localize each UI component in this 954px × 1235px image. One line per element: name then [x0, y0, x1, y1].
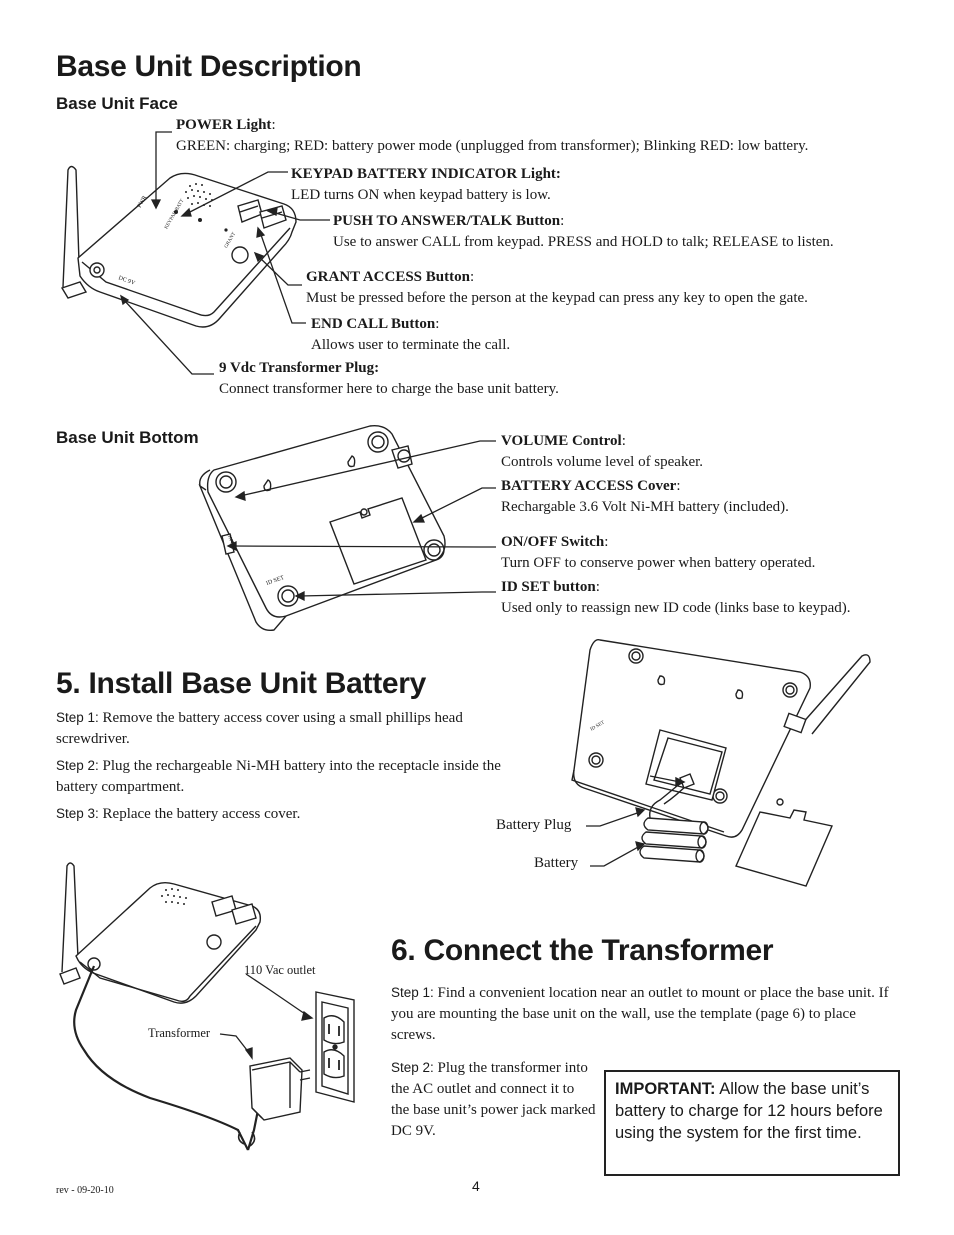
label-transformer: Transformer	[148, 1026, 211, 1040]
label-battery-plug: Battery Plug	[496, 817, 572, 833]
page-title: Base Unit Description	[56, 50, 362, 83]
callout-sep: :	[271, 117, 276, 133]
callout-sep: :	[676, 478, 681, 494]
callout-label: BATTERY ACCESS Cover	[501, 478, 677, 494]
step-text: Find a convenient location near an outle…	[391, 985, 889, 1043]
callout-push-to-talk-button: PUSH TO ANSWER/TALK Button: Use to answe…	[333, 211, 933, 253]
callout-sep: :	[604, 534, 609, 550]
important-note-box: IMPORTANT: Allow the base unit’s battery…	[604, 1070, 900, 1176]
callout-desc: Controls volume level of speaker.	[501, 454, 704, 470]
install-heading: 5. Install Base Unit Battery	[56, 667, 427, 700]
face-callout-lines	[119, 131, 330, 375]
install-battery-illustration	[571, 639, 871, 887]
important-text: Allow the base unit’s battery to charge …	[615, 1080, 883, 1142]
callout-desc: Connect transformer here to charge the b…	[219, 381, 559, 397]
connect-step-1: Step 1: Find a convenient location near …	[391, 982, 901, 1046]
callout-sep: :	[595, 579, 600, 595]
step-number: Step 1:	[391, 985, 434, 1000]
install-step-3: Step 3: Replace the battery access cover…	[56, 803, 516, 825]
step-text: Plug the transformer into the AC outlet …	[391, 1060, 596, 1139]
step-text: Plug the rechargeable Ni-MH battery into…	[56, 758, 501, 795]
callout-sep: :	[621, 433, 626, 449]
install-step-1: Step 1: Remove the battery access cover …	[56, 707, 536, 750]
base-unit-bottom-illustration	[198, 424, 446, 632]
callout-label: POWER Light	[176, 117, 272, 133]
callout-desc: Rechargable 3.6 Volt Ni-MH battery (incl…	[501, 499, 789, 515]
callout-end-call-button: END CALL Button: Allows user to terminat…	[311, 314, 811, 356]
callout-label: PUSH TO ANSWER/TALK Button	[333, 213, 561, 229]
step-number: Step 2:	[391, 1060, 434, 1075]
install-step-2: Step 2: Plug the rechargeable Ni-MH batt…	[56, 755, 516, 798]
callout-power-light: POWER Light: GREEN: charging; RED: batte…	[176, 115, 936, 157]
callout-desc: Turn OFF to conserve power when battery …	[501, 555, 816, 571]
transformer-illustration	[59, 862, 355, 1151]
callout-label: VOLUME Control	[501, 433, 622, 449]
callout-transformer-plug: 9 Vdc Transformer Plug: Connect transfor…	[219, 358, 819, 400]
callout-sep: :	[560, 213, 565, 229]
step-number: Step 1:	[56, 710, 99, 725]
connect-heading: 6. Connect the Transformer	[391, 934, 774, 967]
callout-desc: Allows user to terminate the call.	[311, 337, 511, 353]
callout-on-off-switch: ON/OFF Switch: Turn OFF to conserve powe…	[501, 532, 941, 574]
callout-grant-access-button: GRANT ACCESS Button: Must be pressed bef…	[306, 267, 926, 309]
callout-keypad-battery-light: KEYPAD BATTERY INDICATOR Light: LED turn…	[291, 164, 891, 206]
callout-label: 9 Vdc Transformer Plug:	[219, 360, 380, 376]
base-unit-face-illustration	[60, 165, 297, 328]
connect-step-2: Step 2: Plug the transformer into the AC…	[391, 1057, 596, 1142]
callout-desc: Must be pressed before the person at the…	[306, 290, 808, 306]
callout-sep: :	[469, 269, 475, 285]
bottom-callout-lines	[226, 440, 496, 602]
callout-volume-control: VOLUME Control: Controls volume level of…	[501, 431, 941, 473]
step-number: Step 2:	[56, 758, 99, 773]
face-heading: Base Unit Face	[56, 94, 178, 113]
page-number: 4	[472, 1178, 480, 1194]
callout-label: KEYPAD BATTERY INDICATOR Light:	[291, 166, 561, 182]
callout-battery-access-cover: BATTERY ACCESS Cover: Rechargable 3.6 Vo…	[501, 476, 941, 518]
callout-label: END CALL Button	[311, 316, 436, 332]
label-110-vac-outlet: 110 Vac outlet	[244, 963, 316, 977]
step-number: Step 3:	[56, 806, 99, 821]
callout-id-set-button: ID SET button: Used only to reassign new…	[501, 577, 941, 619]
install-callout-lines	[586, 807, 646, 867]
callout-sep: :	[435, 316, 440, 332]
callout-label: ON/OFF Switch	[501, 534, 605, 550]
callout-desc: Use to answer CALL from keypad. PRESS an…	[333, 234, 834, 250]
label-battery: Battery	[534, 855, 579, 871]
important-label: IMPORTANT:	[615, 1080, 716, 1098]
step-text: Remove the battery access cover using a …	[56, 710, 463, 747]
bottom-heading: Base Unit Bottom	[56, 428, 199, 447]
callout-label: GRANT ACCESS Button	[306, 269, 470, 285]
callout-desc: Used only to reassign new ID code (links…	[501, 600, 851, 616]
callout-label: ID SET button	[501, 579, 596, 595]
transformer-callout-lines	[219, 973, 314, 1060]
step-text: Replace the battery access cover.	[102, 806, 301, 822]
callout-desc: GREEN: charging; RED: battery power mode…	[176, 138, 809, 154]
callout-desc: LED turns ON when keypad battery is low.	[291, 187, 551, 203]
revision-label: rev - 09-20-10	[56, 1185, 114, 1196]
